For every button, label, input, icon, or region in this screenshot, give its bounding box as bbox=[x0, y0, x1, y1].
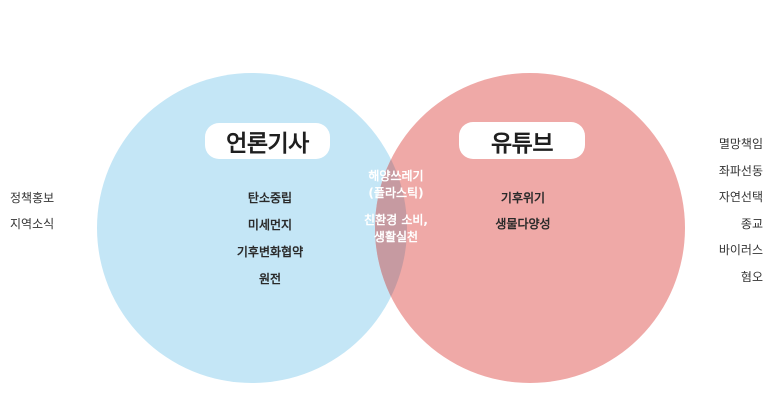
news-articles-circle bbox=[97, 73, 407, 383]
outer-right-item: 자연선택 bbox=[718, 190, 763, 204]
shared-topic-line: 해양쓰레기 bbox=[368, 169, 424, 183]
news-topic-item: 미세먼지 bbox=[247, 218, 293, 232]
outer-right-item: 바이러스 bbox=[718, 243, 763, 257]
outer-right-item: 혐오 bbox=[740, 269, 763, 284]
shared-topic-line: (플라스틱) bbox=[368, 186, 424, 200]
youtube-topic-item: 생물다양성 bbox=[495, 217, 551, 231]
youtube-circle bbox=[375, 73, 685, 383]
news-topic-item: 원전 bbox=[258, 272, 282, 286]
news-topic-item: 탄소중립 bbox=[247, 191, 293, 205]
outer-right-item: 멸망책임 bbox=[718, 137, 763, 151]
outer-right-topics: 멸망책임 좌파선동 자연선택 종교 바이러스 혐오 bbox=[719, 137, 763, 296]
shared-topic-line: 친환경 소비, bbox=[364, 213, 428, 227]
news-topic-item: 기후변화협약 bbox=[236, 245, 304, 259]
youtube-only-topics: 기후위기 생물다양성 bbox=[478, 191, 568, 243]
news-articles-title: 언론기사 bbox=[205, 123, 330, 159]
outer-right-item: 좌파선동 bbox=[718, 163, 763, 178]
shared-topics: 해양쓰레기 (플라스틱) 친환경 소비, 생활실천 bbox=[351, 168, 441, 246]
outer-left-item: 지역소식 bbox=[10, 217, 55, 231]
outer-left-topics: 정책홍보 지역소식 bbox=[10, 191, 54, 243]
youtube-topic-item: 기후위기 bbox=[500, 191, 546, 205]
outer-right-item: 종교 bbox=[740, 216, 763, 231]
youtube-title: 유튜브 bbox=[459, 122, 585, 159]
outer-left-item: 정책홍보 bbox=[10, 191, 55, 205]
news-only-topics: 탄소중립 미세먼지 기후변화협약 원전 bbox=[222, 191, 318, 299]
shared-topic-line: 생활실천 bbox=[373, 230, 419, 244]
